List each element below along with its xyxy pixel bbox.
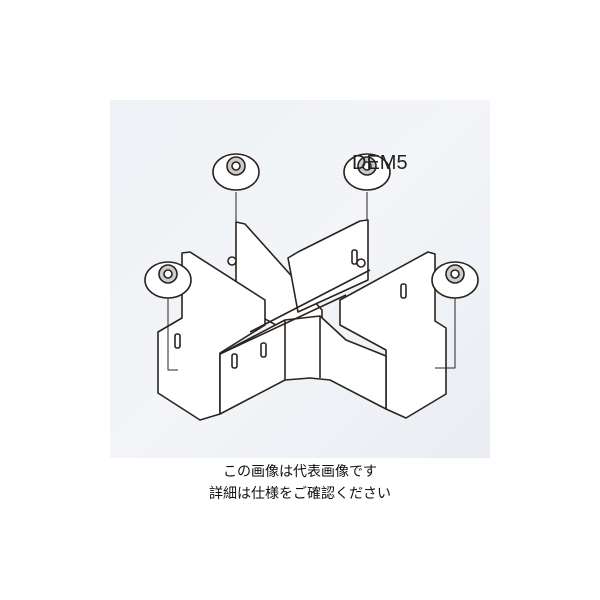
cross-fitting-drawing [144,153,479,421]
flange-nut-icon [343,153,391,191]
arm-front [219,315,387,415]
wall-back-right [287,219,369,313]
slot [174,333,181,349]
slot [351,249,358,265]
slot [260,342,267,358]
slot [400,283,407,299]
product-illustration: DEM5 [110,100,490,458]
model-label: DEM5 [352,152,408,174]
caption-line-2: 詳細は仕様をご確認ください [209,486,391,502]
caption-line-1: この画像は代表画像です [223,464,377,480]
flange-nut-icon [144,261,192,299]
flange-nut-icon [431,261,479,299]
slot [231,353,238,369]
flange-nut-icon [212,153,260,191]
